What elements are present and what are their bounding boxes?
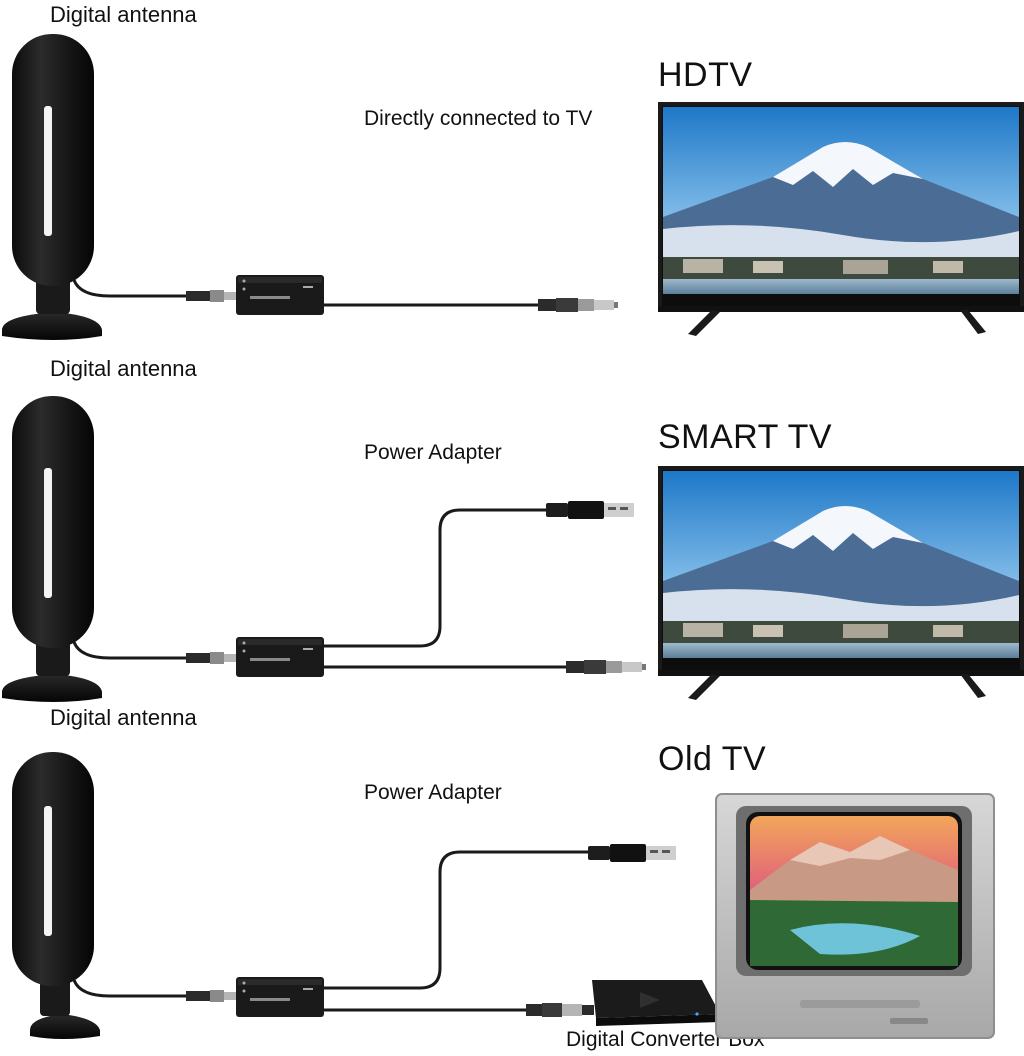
digital-antenna-icon	[2, 396, 102, 702]
digital-antenna-icon	[2, 34, 102, 340]
connection-note-1: Directly connected to TV	[364, 107, 593, 130]
tv-icon	[658, 466, 1024, 700]
tv-title-old: Old TV	[658, 740, 767, 778]
coax-connector-icon	[186, 652, 236, 664]
coax-connector-icon	[538, 298, 618, 312]
tv-icon	[715, 793, 995, 1039]
tv-screen	[750, 816, 958, 966]
converter-box-label: Digital Converter Box	[566, 1028, 765, 1051]
connection-note-3: Power Adapter	[364, 781, 502, 804]
connection-note-2: Power Adapter	[364, 441, 502, 464]
tv-title-hdtv: HDTV	[658, 56, 753, 94]
row-old-tv	[12, 752, 995, 1039]
converter-box-icon	[592, 980, 720, 1026]
row-smart-tv	[2, 396, 1024, 702]
signal-amplifier-icon	[236, 977, 324, 1017]
usb-plug-icon	[588, 844, 676, 862]
antenna-label-3: Digital antenna	[50, 705, 197, 730]
signal-amplifier-icon	[236, 275, 324, 315]
tv-icon	[658, 102, 1024, 336]
coax-connector-icon	[526, 1003, 594, 1017]
coax-connector-icon	[566, 660, 646, 674]
digital-antenna-icon	[12, 752, 100, 1039]
usb-plug-icon	[546, 501, 634, 519]
tv-title-smart: SMART TV	[658, 418, 833, 456]
coax-connector-icon	[186, 290, 236, 302]
row-hdtv	[2, 34, 1024, 340]
antenna-label-2: Digital antenna	[50, 356, 197, 381]
coax-connector-icon	[186, 990, 236, 1002]
signal-amplifier-icon	[236, 637, 324, 677]
antenna-label-1: Digital antenna	[50, 2, 197, 27]
